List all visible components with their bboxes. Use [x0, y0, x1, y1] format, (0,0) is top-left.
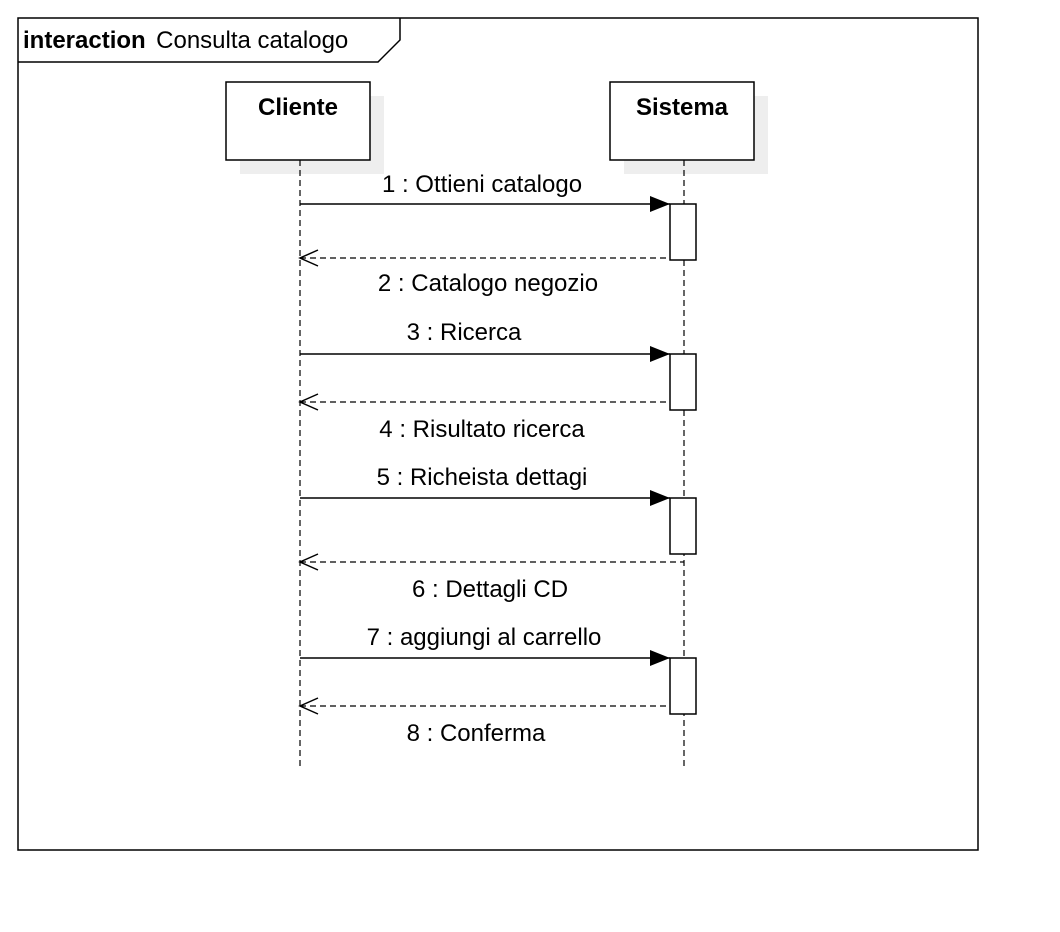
- interaction-frame: interaction Consulta catalogo: [17, 17, 979, 851]
- message-4-label: 4 : Risultato ricerca: [379, 416, 585, 443]
- message-4: 4 : Risultato ricerca: [298, 393, 670, 443]
- message-6: 6 : Dettagli CD: [298, 553, 684, 603]
- frame-name: Consulta catalogo: [156, 27, 348, 54]
- message-1-label: 1 : Ottieni catalogo: [382, 171, 582, 198]
- activation-bar-3: [669, 497, 697, 555]
- message-2: 2 : Catalogo negozio: [298, 249, 670, 297]
- message-5: 5 : Richeista dettagi: [300, 464, 670, 506]
- frame-title: interaction Consulta catalogo: [23, 27, 348, 54]
- lifeline-cliente-head: [225, 81, 371, 161]
- frame-label-tab: [18, 18, 401, 63]
- lifeline-cliente-name: Cliente: [258, 94, 338, 121]
- activation-bar-2: [669, 353, 697, 411]
- activation-bar-1: [669, 203, 697, 261]
- lifeline-cliente: Cliente: [225, 81, 384, 770]
- lifeline-sistema: Sistema: [609, 81, 768, 770]
- message-1: 1 : Ottieni catalogo: [300, 171, 670, 212]
- message-5-label: 5 : Richeista dettagi: [377, 464, 588, 491]
- frame-border: [17, 17, 979, 851]
- message-7: 7 : aggiungi al carrello: [300, 624, 670, 666]
- message-2-label: 2 : Catalogo negozio: [378, 270, 598, 297]
- message-8-label: 8 : Conferma: [407, 720, 546, 747]
- activation-bar-4: [669, 657, 697, 715]
- lifeline-sistema-name: Sistema: [636, 94, 729, 121]
- lifeline-sistema-head: [609, 81, 755, 161]
- message-7-label: 7 : aggiungi al carrello: [367, 624, 602, 651]
- message-6-label: 6 : Dettagli CD: [412, 576, 568, 603]
- message-3-label: 3 : Ricerca: [407, 319, 522, 346]
- activation-bars: [669, 203, 697, 715]
- frame-keyword: interaction: [23, 27, 146, 54]
- message-3: 3 : Ricerca: [300, 319, 670, 362]
- message-8: 8 : Conferma: [298, 697, 670, 747]
